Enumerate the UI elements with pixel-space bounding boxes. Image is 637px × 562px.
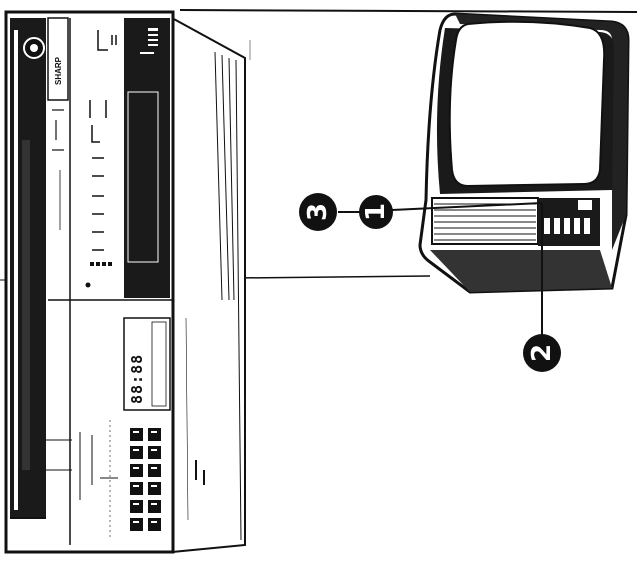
callout-2-label: 2 [527, 344, 557, 362]
timer-key [130, 518, 143, 531]
timer-key [148, 518, 161, 531]
callout-2: 2 [523, 334, 561, 372]
vcr-side-grooves [185, 51, 242, 541]
timer-key-mark [133, 449, 139, 451]
tv-screen [448, 20, 606, 188]
timer-keypad [124, 420, 170, 540]
timer-key-mark [151, 431, 157, 433]
tv-base [430, 250, 612, 292]
timer-key [148, 482, 161, 495]
timer-key [130, 482, 143, 495]
timer-key [148, 446, 161, 459]
panel-labels [140, 28, 158, 54]
timer-key [148, 428, 161, 441]
timer-key-mark [151, 467, 157, 469]
lower-markings [10, 420, 118, 540]
timer-key [130, 446, 143, 459]
control-markings [48, 18, 172, 545]
timer-key-mark [151, 503, 157, 505]
callout-1-label: 1 [361, 203, 391, 221]
timer-key-mark [133, 503, 139, 505]
timer-display-digits: 88:88 [128, 354, 146, 404]
brand-panel [47, 17, 69, 101]
timer-key [130, 464, 143, 477]
television [418, 12, 630, 294]
callout-leaders [338, 202, 543, 335]
timer-key-mark [133, 521, 139, 523]
timer-key [130, 428, 143, 441]
indicator-dots [85, 262, 112, 288]
channel-display-panel [124, 18, 170, 298]
callout-3: 3 [299, 193, 337, 231]
timer-key-mark [133, 485, 139, 487]
tv-channel-buttons [544, 200, 592, 234]
timer-key-mark [151, 449, 157, 451]
timer-key-mark [133, 431, 139, 433]
timer-key-mark [133, 467, 139, 469]
timer-key [148, 464, 161, 477]
callout-1: 1 [359, 195, 393, 229]
vcr-brand-label: SHARP [54, 56, 63, 85]
callout-3-label: 3 [303, 203, 333, 221]
timer-display-area [123, 317, 171, 411]
timer-key-mark [151, 485, 157, 487]
timer-key [148, 500, 161, 513]
timer-key [130, 500, 143, 513]
timer-key-mark [151, 521, 157, 523]
vcr-unit: SHARP [4, 10, 246, 554]
function-buttons [89, 30, 117, 251]
